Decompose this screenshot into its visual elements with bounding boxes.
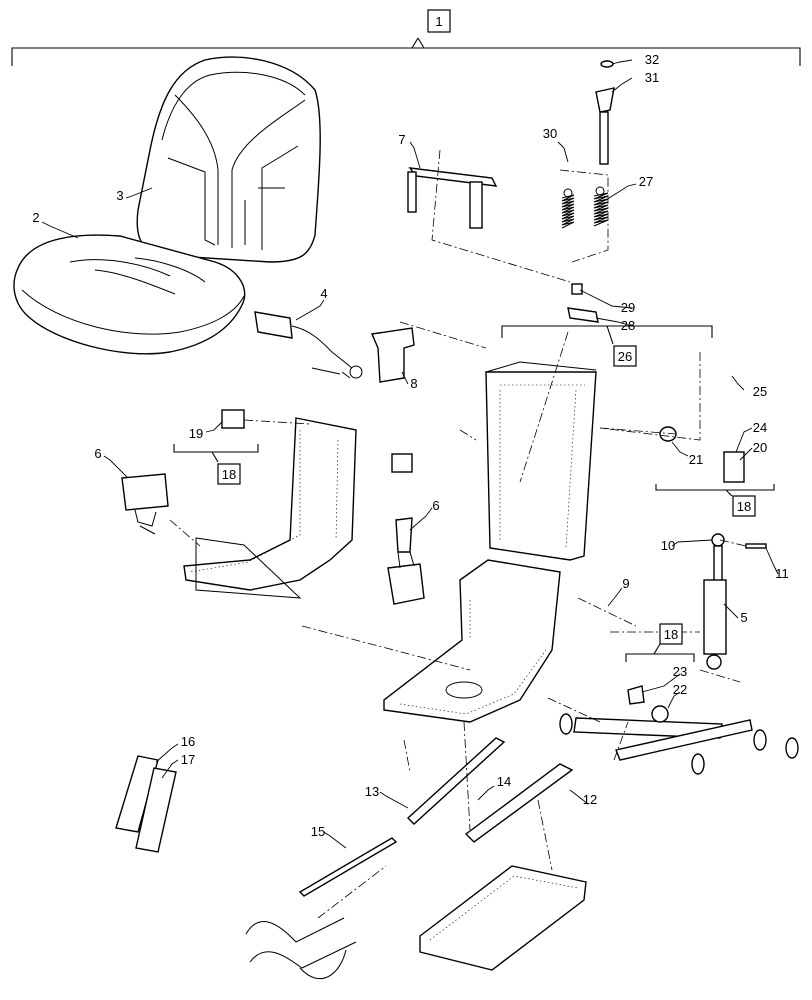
- callout-29: 29: [621, 300, 635, 315]
- callout-3: 3: [116, 188, 123, 203]
- assembly-centerlines: [169, 149, 747, 919]
- knob-rod-part: [595, 60, 615, 165]
- callout-24: 24: [753, 420, 767, 435]
- callout-28: 28: [621, 318, 635, 333]
- callout-25: 25: [753, 384, 767, 399]
- seat-base-frame-part: [383, 559, 561, 723]
- callout-14: 14: [497, 774, 511, 789]
- pivot-bar-part: [559, 713, 799, 775]
- adjust-rod-part: [298, 837, 398, 897]
- nut-part: [391, 453, 413, 473]
- group-ref-18-left-label: 18: [222, 467, 236, 482]
- assembly-bracket: 1: [11, 9, 801, 66]
- callout-23: 23: [673, 664, 687, 679]
- group-ref-26-label: 26: [618, 349, 632, 364]
- cushion-cap-part: [221, 409, 245, 429]
- wire-harness-part: [254, 311, 363, 379]
- callout-5: 5: [740, 610, 747, 625]
- group-bracket-26: 26: [501, 325, 713, 367]
- springs-part: [561, 186, 609, 229]
- latch-part: [567, 283, 599, 323]
- seat-belt-buckle-part: [121, 473, 169, 535]
- slide-rails-part: [406, 737, 574, 843]
- callout-10: 10: [661, 538, 675, 553]
- callout-4: 4: [320, 286, 327, 301]
- pin-part: [745, 543, 767, 549]
- callout-8: 8: [410, 376, 417, 391]
- seat-cushion-part: [13, 234, 246, 355]
- callout-27: 27: [639, 174, 653, 189]
- mounting-bracket-part: [370, 327, 415, 383]
- group-ref-18-bottom-label: 18: [664, 627, 678, 642]
- callout-16: 16: [181, 734, 195, 749]
- assembly-ref-box: [427, 9, 451, 33]
- group-ref-18-right-label: 18: [737, 499, 751, 514]
- group-bracket-18-right: 18: [655, 484, 775, 517]
- callout-31: 31: [645, 70, 659, 85]
- seat-belt-retractor-part: [387, 517, 425, 605]
- callout-17: 17: [181, 752, 195, 767]
- group-bracket-18-left: 18: [173, 444, 259, 485]
- left-bucket-frame-part: [183, 417, 357, 599]
- callout-2: 2: [32, 210, 39, 225]
- backrest-frame-part: [485, 361, 597, 561]
- foot-lever-part: [245, 917, 357, 980]
- adjust-handle-part: [407, 167, 498, 229]
- callout-11: 11: [775, 566, 789, 581]
- callout-7: 7: [398, 132, 405, 147]
- shock-absorber-part: [703, 533, 727, 670]
- callout-21: 21: [689, 452, 703, 467]
- callout-19: 19: [189, 426, 203, 441]
- callout-6-left: 6: [94, 446, 101, 461]
- callout-30: 30: [543, 126, 557, 141]
- callout-leaders: [41, 59, 779, 849]
- callout-13: 13: [365, 784, 379, 799]
- callout-12: 12: [583, 792, 597, 807]
- callout-20: 20: [753, 440, 767, 455]
- bushings-part: [627, 426, 745, 723]
- seat-back-part: [136, 56, 321, 263]
- callout-6-right: 6: [432, 498, 439, 513]
- callout-15: 15: [311, 824, 325, 839]
- callout-22: 22: [673, 682, 687, 697]
- assembly-ref-label: 1: [435, 14, 442, 29]
- callout-9: 9: [622, 576, 629, 591]
- callout-numbers: 2 3 4 5 6 6 7 8 9 10 11 12 13 14 15 16 1…: [32, 52, 788, 839]
- callout-32: 32: [645, 52, 659, 67]
- base-pan-part: [419, 865, 587, 971]
- group-bracket-18-bottom: 18: [625, 623, 695, 662]
